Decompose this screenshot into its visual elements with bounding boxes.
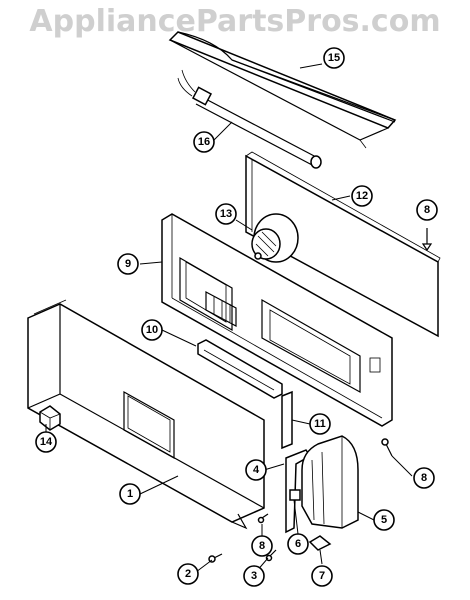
screw-2: [208, 553, 223, 563]
callout-9: 9: [117, 253, 139, 275]
svg-text:12: 12: [356, 190, 368, 202]
svg-text:16: 16: [198, 136, 210, 148]
screw-8-top-right: [421, 228, 433, 252]
callout-2: 2: [177, 563, 199, 585]
part-16-lamp-tube: [177, 69, 322, 169]
part-9-control-panel: [161, 213, 393, 427]
svg-text:11: 11: [314, 418, 326, 430]
screw-8-middle: [257, 513, 269, 524]
screw-3: [265, 549, 277, 562]
svg-text:15: 15: [328, 52, 340, 64]
callout-4: 4: [245, 459, 267, 481]
svg-text:8: 8: [424, 204, 430, 216]
callout-6: 6: [287, 533, 309, 555]
part-12-back-panel: [245, 151, 441, 338]
part-1-front-console: [27, 299, 265, 530]
svg-text:8: 8: [259, 540, 265, 552]
part-15-light-cover: [168, 31, 397, 149]
svg-text:8: 8: [421, 472, 427, 484]
callout-8-middle: 8: [251, 535, 273, 557]
part-13-timer-knob: [251, 213, 299, 263]
svg-text:7: 7: [319, 570, 325, 582]
callout-8-right: 8: [413, 467, 435, 489]
callout-16: 16: [193, 131, 215, 153]
svg-text:9: 9: [125, 258, 131, 270]
screw-8-right: [381, 438, 393, 457]
part-14-bumper: [39, 405, 61, 431]
callout-10: 10: [141, 319, 163, 341]
svg-text:5: 5: [381, 514, 387, 526]
svg-text:6: 6: [295, 538, 301, 550]
svg-text:10: 10: [146, 324, 158, 336]
callout-8-top: 8: [416, 199, 438, 221]
svg-text:2: 2: [185, 568, 191, 580]
part-11-strip: [281, 390, 293, 450]
svg-text:1: 1: [127, 488, 133, 500]
part-7-pad: [308, 535, 332, 551]
svg-text:3: 3: [251, 570, 257, 582]
part-5-end-cap: [301, 435, 359, 529]
part-10-gasket: [197, 339, 283, 399]
callout-11: 11: [309, 413, 331, 435]
callout-13: 13: [215, 203, 237, 225]
callout-12: 12: [351, 185, 373, 207]
callout-5: 5: [373, 509, 395, 531]
part-6-clip: [289, 489, 301, 501]
svg-text:13: 13: [220, 208, 232, 220]
callout-7: 7: [311, 565, 333, 587]
callout-1: 1: [119, 483, 141, 505]
svg-text:4: 4: [253, 464, 260, 476]
callout-15: 15: [323, 47, 345, 69]
callout-14: 14: [35, 431, 57, 453]
part-4-bracket: [285, 449, 312, 534]
watermark-text: AppliancePartsPros.com: [29, 4, 441, 39]
callout-3: 3: [243, 565, 265, 587]
svg-text:14: 14: [40, 436, 53, 448]
